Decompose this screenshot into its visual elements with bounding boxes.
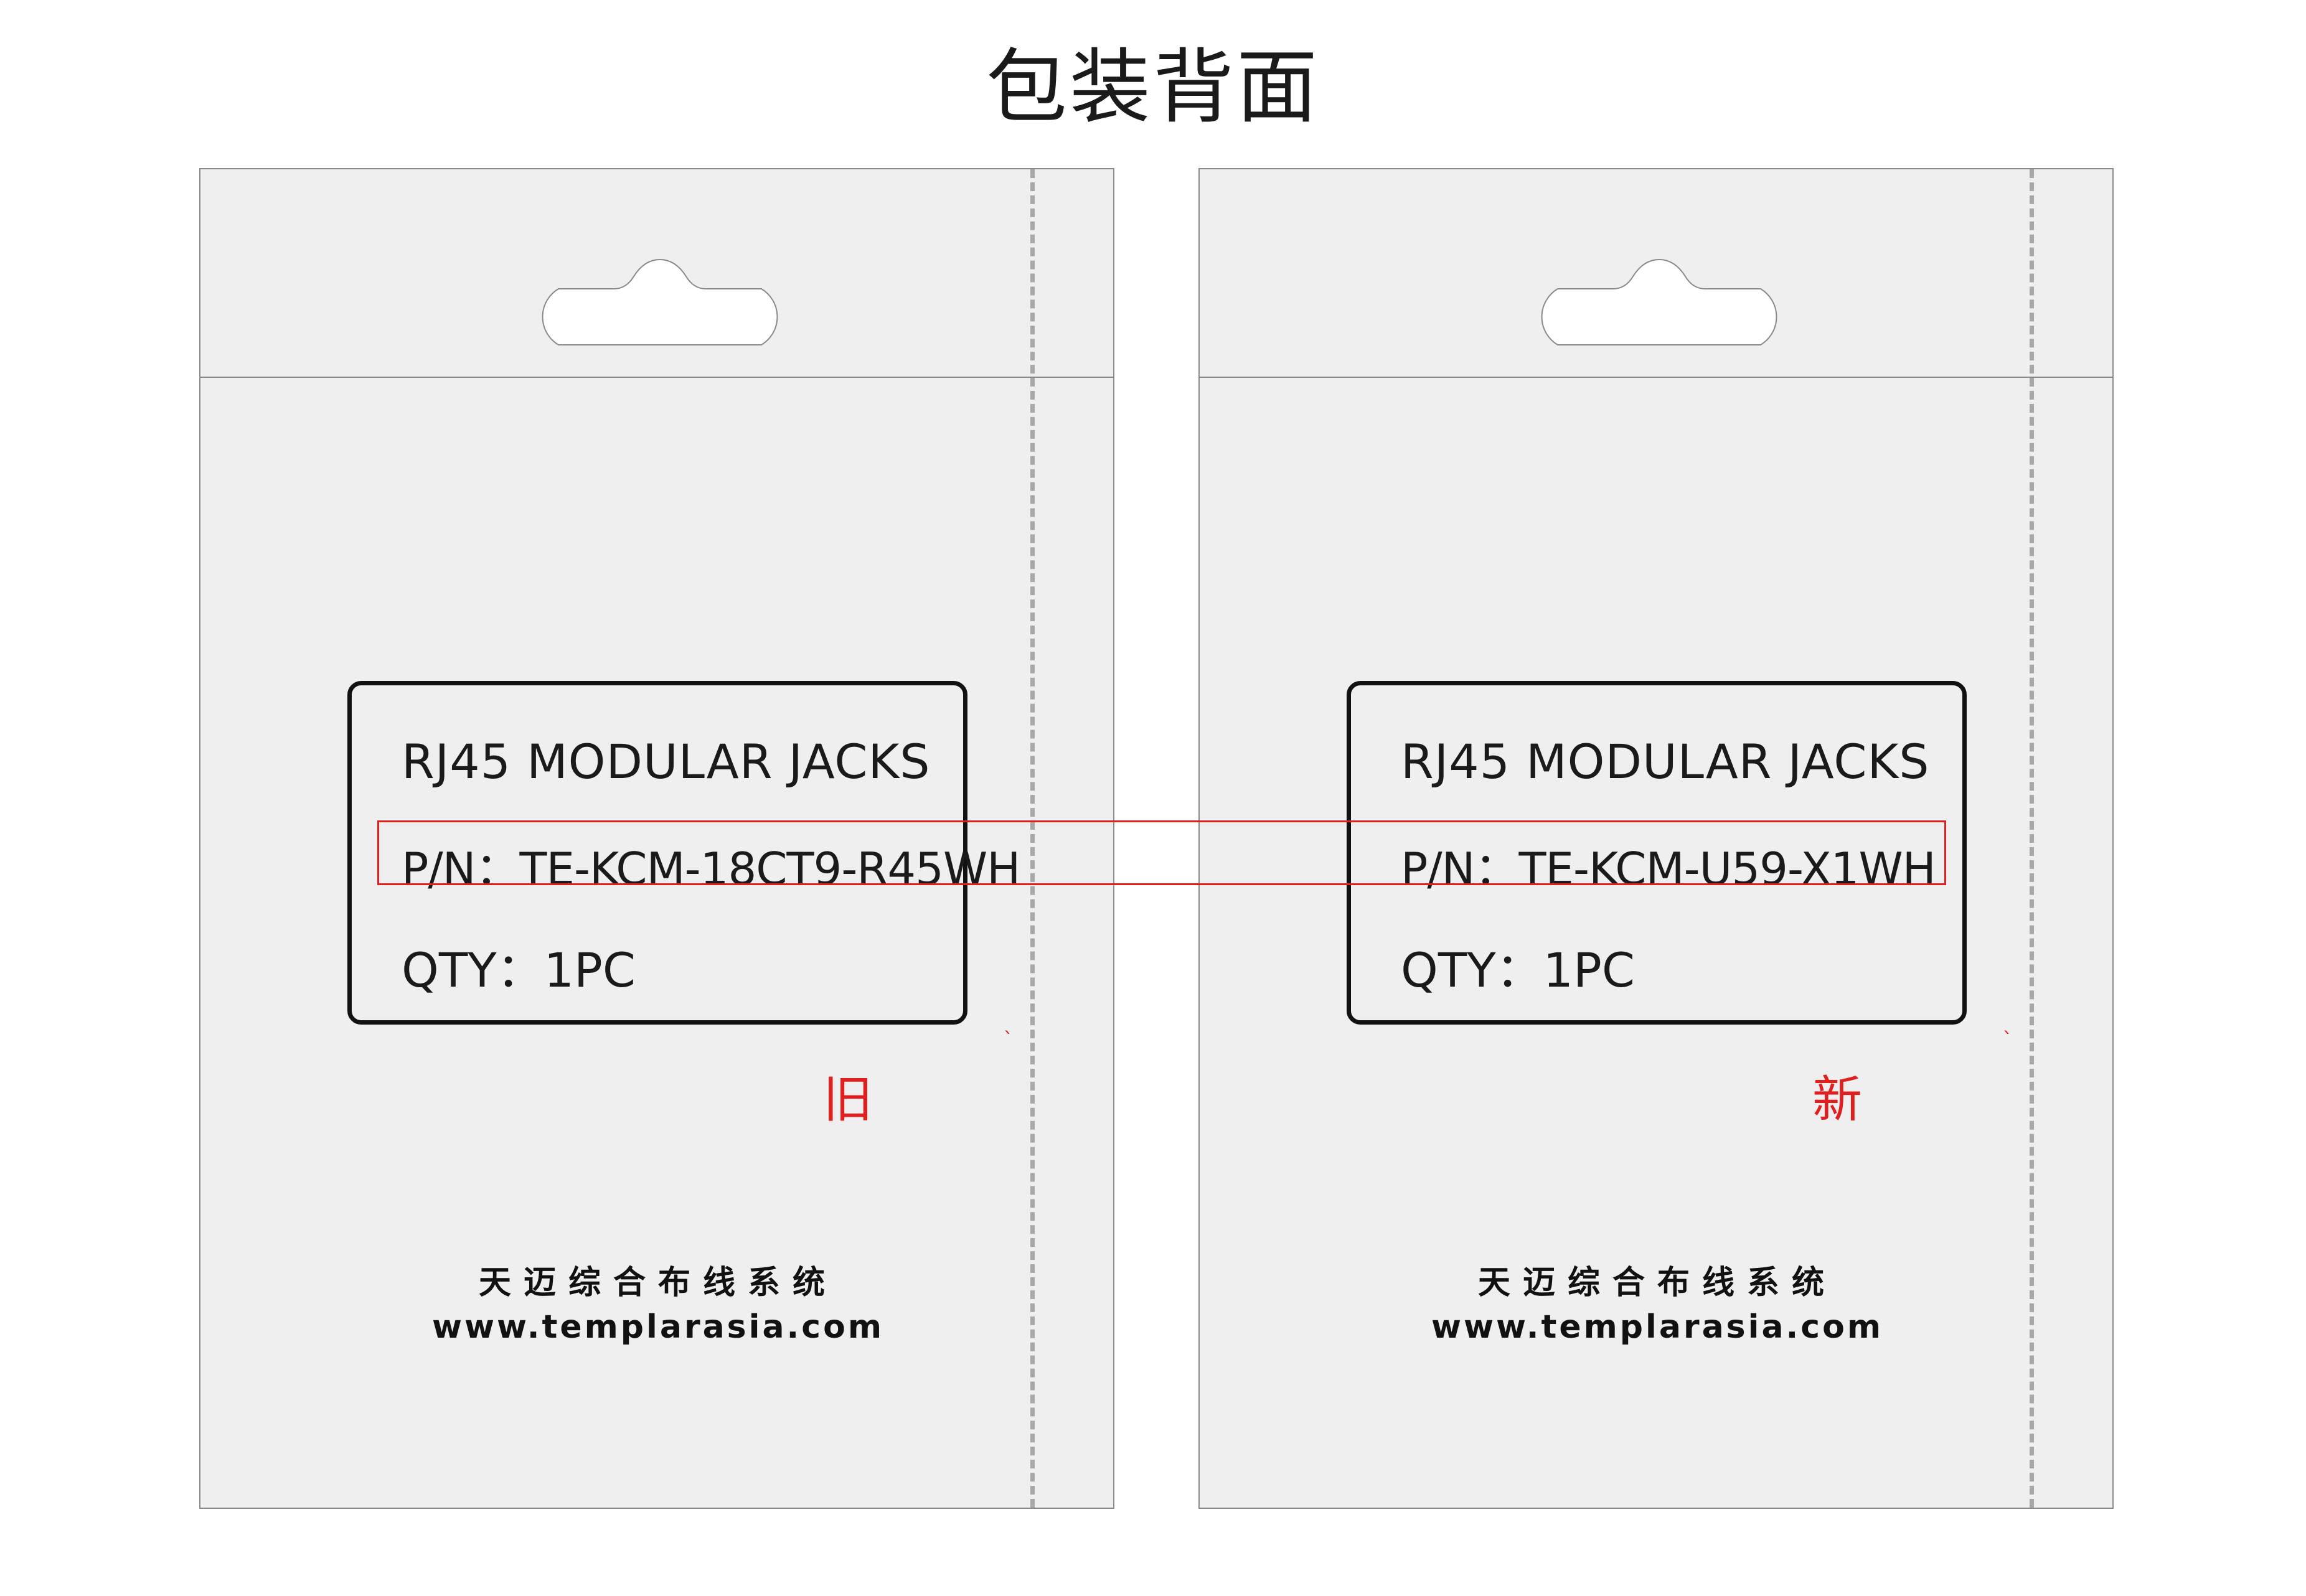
label-title: RJ45 MODULAR JACKS [1401, 734, 1930, 789]
fold-line [1200, 377, 2112, 378]
package-back-old: RJ45 MODULAR JACKS P/N：TE-KCM-18CT9-R45W… [199, 168, 1114, 1509]
part-number: P/N：TE-KCM-18CT9-R45WH [402, 843, 1020, 895]
company-url: www.templarasia.com [1431, 1308, 1884, 1346]
perforation-line [2030, 169, 2034, 1508]
product-label: RJ45 MODULAR JACKS P/N：TE-KCM-18CT9-R45W… [347, 681, 1020, 1025]
perforation-line [1030, 169, 1035, 1508]
old-tag: 旧 [823, 1071, 873, 1129]
tick-mark-icon: ˎ [1004, 1013, 1013, 1035]
quantity: QTY：1PC [402, 942, 636, 998]
quantity: QTY：1PC [1401, 942, 1635, 998]
label-title: RJ45 MODULAR JACKS [402, 734, 931, 789]
page-title: 包装背面 [986, 40, 1320, 134]
package-back-new: RJ45 MODULAR JACKS P/N：TE-KCM-U59-X1WH Q… [1198, 168, 2114, 1509]
hang-hole-icon [1541, 258, 1777, 345]
company-name: 天迈综合布线系统 [478, 1264, 837, 1302]
tick-mark-icon: ˎ [2003, 1013, 2012, 1035]
part-number: P/N：TE-KCM-U59-X1WH [1401, 843, 1936, 895]
hang-hole-icon [542, 258, 778, 345]
company-url: www.templarasia.com [431, 1308, 885, 1346]
company-name: 天迈综合布线系统 [1477, 1264, 1837, 1302]
product-label: RJ45 MODULAR JACKS P/N：TE-KCM-U59-X1WH Q… [1347, 681, 1967, 1025]
new-tag: 新 [1812, 1071, 1862, 1129]
fold-line [200, 377, 1113, 378]
